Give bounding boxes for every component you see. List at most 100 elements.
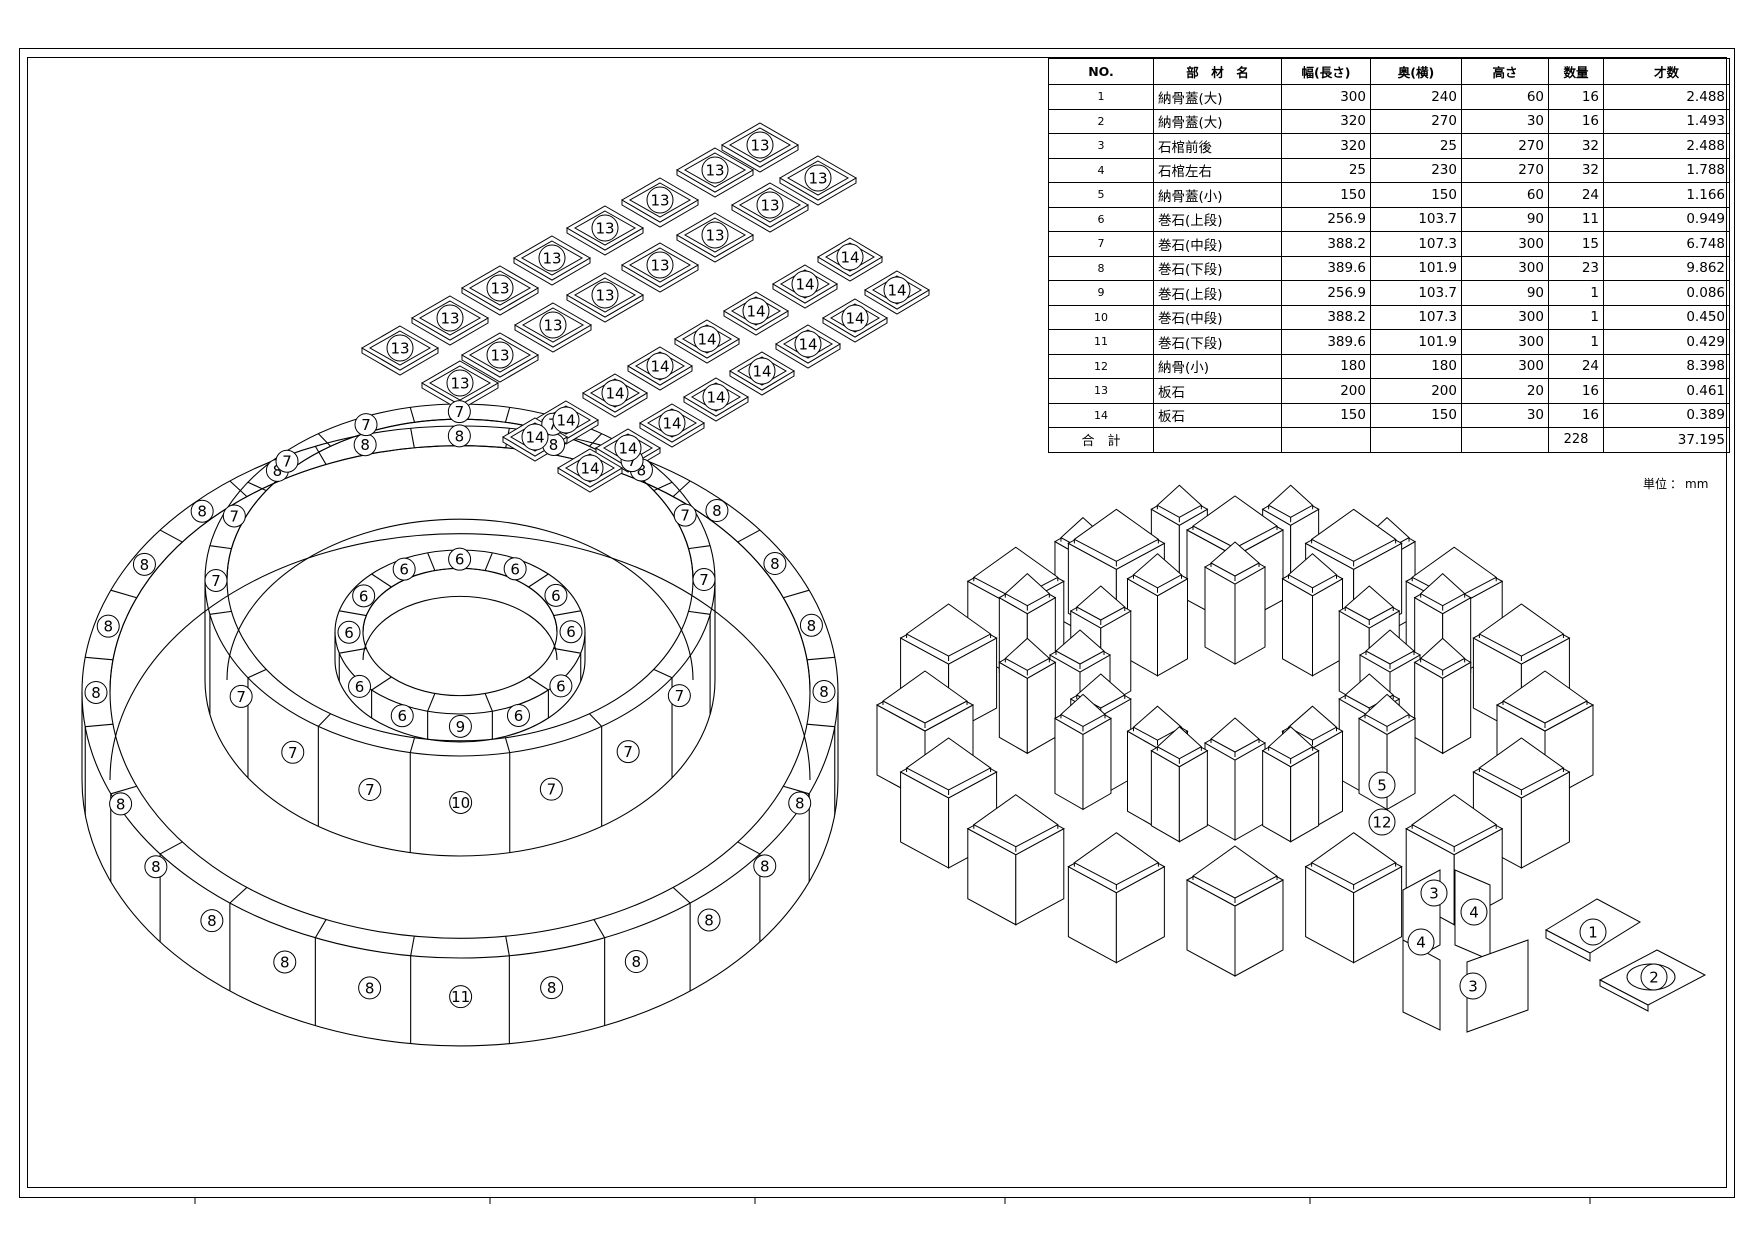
callout-number: 12 — [1372, 814, 1391, 832]
cell-qty: 15 — [1548, 231, 1604, 257]
cell-d: 101.9 — [1370, 255, 1462, 281]
callout-number: 3 — [1429, 885, 1439, 903]
lid-edge — [1055, 651, 1105, 669]
ossuary-box — [966, 794, 1065, 926]
callout-circle — [222, 504, 246, 528]
callout-number: 6 — [556, 677, 566, 695]
cell-h: 90 — [1461, 206, 1549, 232]
ring-bottom-edge — [334, 659, 586, 743]
total-sai: 37.195 — [1603, 427, 1730, 453]
cell-name: 石棺左右 — [1153, 157, 1282, 183]
cell-qty: 1 — [1548, 329, 1604, 355]
callout-circle — [352, 584, 376, 608]
callout-number: 4 — [1469, 904, 1479, 922]
ring-inner-base — [109, 533, 811, 781]
callout-number: 3 — [1468, 978, 1478, 996]
ring-top-inner — [362, 567, 558, 697]
callout-number: 14 — [706, 389, 725, 407]
callout-number: 13 — [490, 347, 509, 365]
callout-circle — [521, 423, 549, 451]
callout-number: 7 — [680, 507, 690, 525]
cell-qty: 23 — [1548, 255, 1604, 281]
cell-sai: 0.461 — [1603, 378, 1730, 404]
segment-joint-top — [339, 610, 367, 617]
cell-no: 14 — [1048, 402, 1154, 428]
ossuary-box — [1304, 832, 1403, 964]
segment-joint-top — [229, 886, 248, 904]
plate-inner-edge — [731, 296, 781, 326]
plate-inner-edge — [830, 303, 880, 333]
callout-number: 7 — [675, 687, 685, 705]
callout-circle — [354, 413, 378, 437]
callout-number: 14 — [662, 415, 681, 433]
callout-circle — [812, 680, 836, 704]
lid-top — [1132, 705, 1183, 741]
segment-joint-top — [85, 723, 114, 728]
callout-circle — [601, 379, 629, 407]
plate-inner-edge — [728, 127, 792, 163]
callout-number: 13 — [705, 227, 724, 245]
callout-circle — [358, 778, 382, 802]
cell-sai: 1.788 — [1603, 157, 1730, 183]
callout-number: 11 — [451, 988, 470, 1006]
segment-joint-top — [806, 723, 835, 728]
cell-w: 388.2 — [1281, 231, 1371, 257]
callout-number: 8 — [360, 436, 370, 454]
callout-circle — [538, 244, 566, 272]
lid-edge — [1478, 634, 1564, 662]
callout-circle — [273, 950, 297, 974]
segment-joint-top — [371, 676, 392, 691]
lid-top — [1060, 693, 1106, 727]
callout-circle — [358, 976, 382, 1000]
ossuary-box — [1067, 832, 1166, 964]
cell-qty: 24 — [1548, 182, 1604, 208]
lid-edge — [1344, 607, 1394, 625]
callout-number: 8 — [151, 858, 161, 876]
cell-no: 8 — [1048, 255, 1154, 281]
plate-inner-edge — [691, 382, 741, 412]
cell-sai: 0.389 — [1603, 402, 1730, 428]
cell-h: 300 — [1461, 329, 1549, 355]
callout-circle — [1407, 928, 1435, 956]
plate-inner-edge — [468, 337, 532, 373]
plate-inner-edge — [573, 210, 637, 246]
callout-circle — [658, 409, 686, 437]
callout-number: 13 — [705, 162, 724, 180]
callout-number: 14 — [580, 460, 599, 478]
cell-h: 270 — [1461, 133, 1549, 159]
segment-joint-top — [409, 407, 416, 423]
lid-edge — [1156, 505, 1202, 523]
lid-edge — [1411, 824, 1497, 852]
callout-number: 8 — [273, 462, 283, 480]
segment-joint-top — [688, 610, 711, 615]
cell-sai: 1.493 — [1603, 108, 1730, 134]
callout-circle — [109, 792, 133, 816]
callout-circle — [788, 791, 812, 815]
lid-top — [1267, 484, 1314, 518]
segment-joint-top — [247, 481, 267, 492]
callout-circle — [742, 297, 770, 325]
callout-circle — [763, 552, 787, 576]
callout-number: 13 — [490, 280, 509, 298]
lid-top — [1478, 603, 1565, 657]
cell-no: 13 — [1048, 378, 1154, 404]
cell-no: 9 — [1048, 280, 1154, 306]
segment-joint-top — [505, 936, 510, 956]
callout-number: 8 — [760, 857, 770, 875]
table-total-row: 合 計 228 37.195 — [1048, 427, 1730, 453]
plate-inner-edge — [683, 152, 747, 188]
cell-sai: 0.450 — [1603, 304, 1730, 330]
ring-bottom-edge — [81, 779, 839, 1047]
cell-sai: 0.086 — [1603, 280, 1730, 306]
cell-h: 300 — [1461, 353, 1549, 379]
plate-inner-edge — [573, 277, 637, 313]
lid-edge — [1060, 714, 1106, 732]
segment-joint-top — [688, 545, 711, 550]
cell-sai: 8.398 — [1603, 353, 1730, 379]
callout-circle — [281, 740, 305, 764]
lid-top — [1004, 637, 1051, 671]
callout-number: 8 — [712, 502, 722, 520]
callout-circle — [841, 304, 869, 332]
